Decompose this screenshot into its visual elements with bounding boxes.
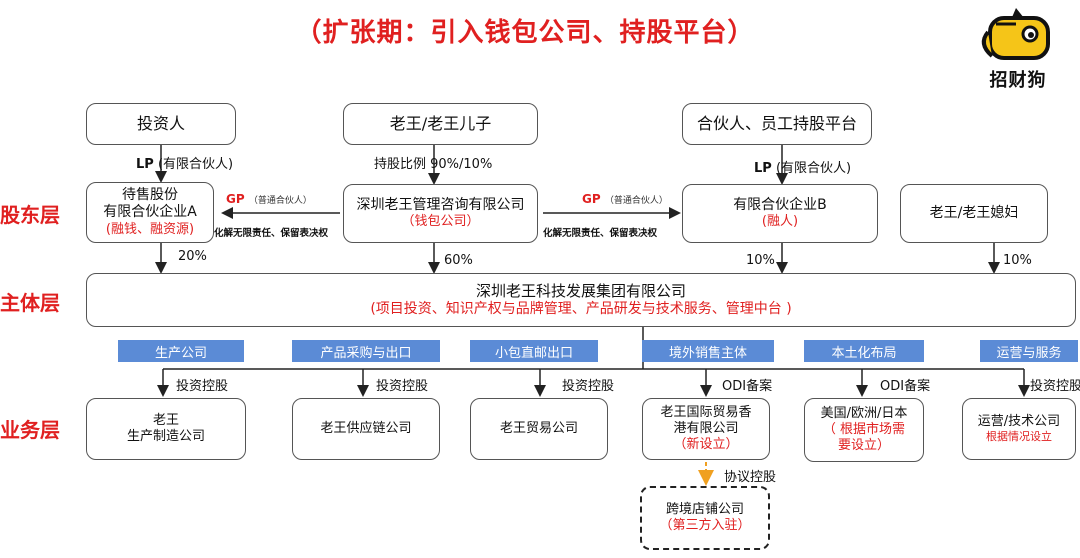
- s4-note: （新设立）: [673, 437, 739, 453]
- dog-mascot-icon: [981, 8, 1050, 60]
- group-company-functions: (项目投资、知识产权与品牌管理、产品研发与技术服务、管理中台 ): [370, 300, 792, 317]
- subsidiary-production: 老王 生产制造公司: [86, 398, 246, 460]
- percent-wallet: 60%: [444, 253, 473, 268]
- wallet-company-note: （钱包公司）: [401, 214, 480, 230]
- branch-label-4: ODI备案: [722, 379, 773, 394]
- gp-right-tag: GP: [582, 192, 601, 206]
- gp-left-desc: 化解无限责任、保留表决权: [214, 228, 329, 239]
- spouse-box: 老王/老王媳妇: [900, 184, 1048, 243]
- logo: 招财狗: [968, 4, 1068, 94]
- tag-procurement-export: 产品采购与出口: [292, 340, 440, 362]
- fund-a-line1: 待售股份: [122, 186, 178, 203]
- layer-shareholder: 股东层: [0, 203, 60, 227]
- fund-a-line2: 有限合伙企业A: [103, 204, 197, 221]
- wallet-company-box: 深圳老王管理咨询有限公司 （钱包公司）: [343, 184, 538, 243]
- tag-direct-mail-export: 小包直邮出口: [470, 340, 598, 362]
- partner-platform-label: 合伙人、员工持股平台: [696, 114, 857, 133]
- s6-line1: 运营/技术公司: [977, 414, 1061, 429]
- s5-note2: 要设立）: [837, 438, 890, 454]
- branch-label-6: 投资控股: [1030, 379, 1080, 394]
- fund-b-name: 有限合伙企业B: [733, 196, 827, 213]
- branch-label-3: 投资控股: [562, 379, 615, 394]
- subsidiary-supply-chain: 老王供应链公司: [292, 398, 440, 460]
- gp-left-note: （普通合伙人）: [248, 196, 312, 206]
- s1-line1: 老王: [152, 412, 179, 428]
- partner-platform-box: 合伙人、员工持股平台: [682, 103, 872, 145]
- s1-line2: 生产制造公司: [126, 429, 205, 444]
- s4-line1: 老王国际贸易香: [660, 404, 752, 420]
- tag-overseas-sales: 境外销售主体: [642, 340, 774, 362]
- tag-operations-service: 运营与服务: [980, 340, 1078, 362]
- branch-label-5: ODI备案: [880, 379, 931, 394]
- percent-a: 20%: [178, 249, 207, 264]
- hold-ratio-label: 持股比例 90%/10%: [374, 157, 493, 172]
- lp-left-label: LP (有限合伙人): [136, 153, 233, 172]
- tag-production: 生产公司: [118, 340, 244, 362]
- s2-label: 老王供应链公司: [320, 420, 412, 436]
- s5-line1: 美国/欧洲/日本: [820, 405, 908, 421]
- cross-border-shop-name: 跨境店铺公司: [665, 501, 744, 517]
- agreement-label: 协议控股: [724, 470, 777, 485]
- fund-a-note: (融钱、融资源): [105, 221, 195, 237]
- lp-right-note: (有限合伙人): [775, 161, 852, 176]
- subsidiary-ops-tech: 运营/技术公司 根据情况设立: [962, 398, 1076, 460]
- branch-label-1: 投资控股: [176, 379, 229, 394]
- lp-right-label: LP (有限合伙人): [754, 157, 851, 176]
- fund-b-box: 有限合伙企业B (融人): [682, 184, 878, 243]
- group-company-box: 深圳老王科技发展集团有限公司 (项目投资、知识产权与品牌管理、产品研发与技术服务…: [86, 273, 1076, 327]
- founder-box: 老王/老王儿子: [343, 103, 538, 145]
- percent-spouse: 10%: [1003, 253, 1032, 268]
- layer-business: 业务层: [0, 418, 60, 442]
- s6-note: 根据情况设立: [986, 430, 1052, 444]
- cross-border-shop-note: （第三方入驻）: [659, 518, 751, 533]
- investor-label: 投资人: [136, 114, 185, 133]
- layer-entity: 主体层: [0, 291, 60, 315]
- gp-right-label: GP （普通合伙人）: [582, 192, 668, 206]
- group-company-name: 深圳老王科技发展集团有限公司: [475, 281, 686, 300]
- s3-label: 老王贸易公司: [499, 420, 578, 436]
- percent-b: 10%: [746, 253, 775, 268]
- fund-b-note: (融人): [761, 214, 799, 230]
- lp-left-note: (有限合伙人): [157, 157, 234, 172]
- fund-a-box: 待售股份 有限合伙企业A (融钱、融资源): [86, 182, 214, 243]
- gp-right-desc: 化解无限责任、保留表决权: [543, 228, 658, 239]
- spouse-label: 老王/老王媳妇: [929, 204, 1019, 221]
- gp-right-note: （普通合伙人）: [604, 196, 668, 206]
- wallet-company-name: 深圳老王管理咨询有限公司: [356, 196, 525, 213]
- s4-line2: 港有限公司: [673, 420, 739, 436]
- subsidiary-trading: 老王贸易公司: [470, 398, 608, 460]
- page-title: （扩张期：引入钱包公司、持股平台）: [295, 18, 755, 48]
- logo-text: 招财狗: [989, 70, 1047, 91]
- lp-right-tag: LP: [754, 161, 772, 176]
- subsidiary-hk: 老王国际贸易香 港有限公司 （新设立）: [642, 398, 770, 460]
- branch-label-2: 投资控股: [376, 379, 429, 394]
- gp-left-label: GP （普通合伙人）: [226, 192, 312, 206]
- founder-label: 老王/老王儿子: [389, 114, 492, 133]
- lp-left-tag: LP: [136, 157, 154, 172]
- gp-left-tag: GP: [226, 192, 245, 206]
- cross-border-shop-box: 跨境店铺公司 （第三方入驻）: [640, 486, 770, 550]
- s5-note1: （ 根据市场需: [822, 421, 906, 437]
- investor-box: 投资人: [86, 103, 236, 145]
- tag-localization: 本土化布局: [804, 340, 924, 362]
- subsidiary-overseas: 美国/欧洲/日本 （ 根据市场需 要设立）: [804, 398, 924, 462]
